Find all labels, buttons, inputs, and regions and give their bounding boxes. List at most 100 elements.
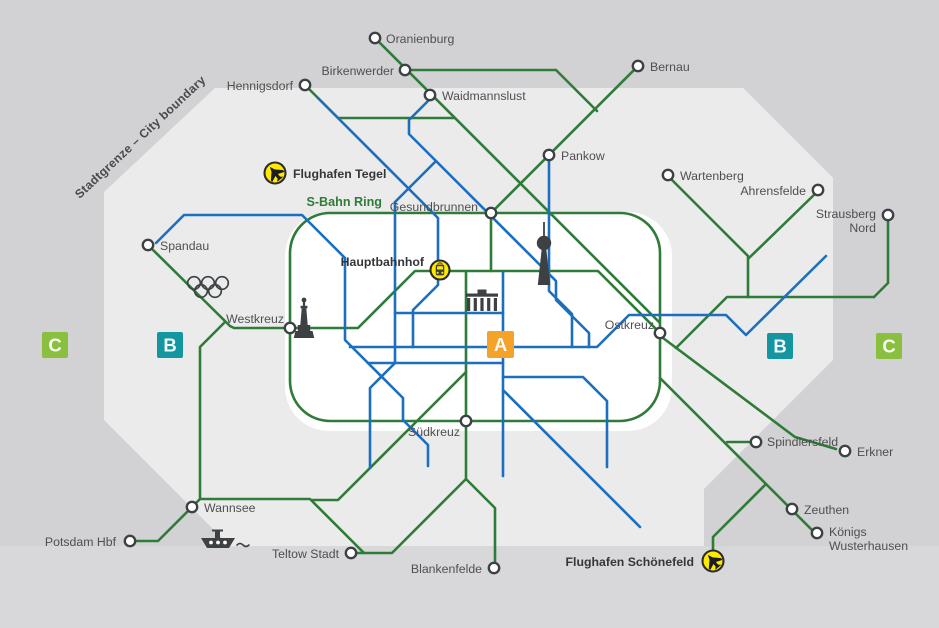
zone-badge-letter: A bbox=[494, 334, 507, 355]
station-potsdam-hbf bbox=[123, 534, 137, 548]
station-label-blankenfelde: Blankenfelde bbox=[411, 562, 482, 576]
station-label-südkreuz: Südkreuz bbox=[408, 425, 460, 439]
station-marker bbox=[661, 168, 675, 182]
sbahn-line-17 bbox=[711, 482, 768, 551]
sbahn-ring-line bbox=[288, 211, 662, 423]
zone-badge-box bbox=[42, 332, 68, 358]
station-hauptbahnhof bbox=[429, 259, 451, 281]
station-marker bbox=[141, 238, 155, 252]
station-marker bbox=[749, 435, 763, 449]
station-label-waidmannslust: Waidmannslust bbox=[442, 89, 526, 103]
station-label-bernau: Bernau bbox=[650, 60, 690, 74]
sbahn-line-1 bbox=[373, 36, 661, 324]
zone-badge-letter: C bbox=[48, 335, 61, 356]
station-hennigsdorf bbox=[298, 78, 312, 92]
zone-badge-letter: B bbox=[773, 336, 786, 357]
zone-badge-letter: C bbox=[882, 336, 895, 357]
station-strausberg-nord bbox=[881, 208, 895, 222]
station-marker bbox=[398, 63, 412, 77]
station-label-birkenwerder: Birkenwerder bbox=[322, 64, 394, 78]
zone-badge-c-0: C bbox=[42, 332, 68, 358]
station-marker bbox=[881, 208, 895, 222]
station-label-erkner: Erkner bbox=[857, 445, 893, 459]
station-marker bbox=[283, 321, 297, 335]
zone-badge-letter: B bbox=[163, 335, 176, 356]
sbahn-line-14 bbox=[658, 376, 768, 486]
zone-badge-box bbox=[487, 331, 514, 358]
station-ahrensfelde bbox=[811, 183, 825, 197]
station-westkreuz bbox=[283, 321, 297, 335]
station-marker bbox=[653, 326, 667, 340]
station-flughafen-schönefeld bbox=[701, 549, 725, 573]
ubahn-line-2 bbox=[407, 97, 591, 349]
sbahn-line-2 bbox=[403, 68, 599, 113]
station-marker bbox=[810, 526, 824, 540]
station-marker bbox=[459, 414, 473, 428]
station-marker bbox=[298, 78, 312, 92]
station-label-teltow-stadt: Teltow Stadt bbox=[272, 547, 340, 561]
station-label-potsdam-hbf: Potsdam Hbf bbox=[45, 535, 117, 549]
station-label-ostkreuz: Ostkreuz bbox=[605, 318, 654, 332]
station-label-gesundbrunnen: Gesundbrunnen bbox=[390, 200, 478, 214]
station-marker bbox=[344, 546, 358, 560]
station-label-pankow: Pankow bbox=[561, 149, 605, 163]
station-spandau bbox=[141, 238, 155, 252]
station-zeuthen bbox=[785, 502, 799, 516]
sbahn-line-20 bbox=[666, 174, 750, 299]
station-marker bbox=[542, 148, 556, 162]
station-marker bbox=[368, 31, 382, 45]
sbahn-line-12 bbox=[310, 370, 468, 502]
station-erkner bbox=[838, 444, 852, 458]
station-label-hennigsdorf: Hennigsdorf bbox=[227, 79, 294, 93]
transit-lines-layer bbox=[128, 36, 890, 568]
station-label-spandau: Spandau bbox=[160, 239, 209, 253]
sbahn-line-9 bbox=[349, 477, 468, 555]
station-marker bbox=[631, 59, 645, 73]
station-label-oranienburg: Oranienburg bbox=[386, 32, 455, 46]
ubahn-line-11 bbox=[547, 154, 574, 349]
station-label-flughafen-tegel: Flughafen Tegel bbox=[293, 167, 386, 181]
zone-badge-box bbox=[876, 333, 902, 359]
station-spindlersfeld bbox=[749, 435, 763, 449]
stations-layer bbox=[123, 31, 895, 575]
station-marker bbox=[484, 206, 498, 220]
station-wartenberg bbox=[661, 168, 675, 182]
zone-badge-box bbox=[767, 333, 793, 359]
station-waidmannslust bbox=[423, 88, 437, 102]
station-marker bbox=[838, 444, 852, 458]
station-label-ahrensfelde: Ahrensfelde bbox=[740, 184, 806, 198]
station-label-hauptbahnhof: Hauptbahnhof bbox=[341, 255, 425, 269]
station-pankow bbox=[542, 148, 556, 162]
station-label-wartenberg: Wartenberg bbox=[680, 169, 744, 183]
sbahn-ring-label: S-Bahn Ring bbox=[306, 195, 382, 209]
station-gesundbrunnen bbox=[484, 206, 498, 220]
station-label-wannsee: Wannsee bbox=[204, 501, 256, 515]
station-wannsee bbox=[185, 500, 199, 514]
station-birkenwerder bbox=[398, 63, 412, 77]
station-marker bbox=[487, 561, 501, 575]
ubahn-line-5 bbox=[348, 254, 828, 349]
station-oranienburg bbox=[368, 31, 382, 45]
station-ostkreuz bbox=[653, 326, 667, 340]
ubahn-line-1 bbox=[316, 96, 440, 349]
sbahn-line-19 bbox=[872, 214, 890, 299]
station-marker bbox=[423, 88, 437, 102]
station-südkreuz bbox=[459, 414, 473, 428]
sbahn-line-5 bbox=[146, 243, 662, 335]
sbahn-line-21 bbox=[747, 189, 820, 260]
station-flughafen-tegel bbox=[263, 161, 287, 185]
ubahn-line-10 bbox=[501, 388, 642, 529]
zone-badge-box bbox=[157, 332, 183, 358]
zone-badge-a-2: A bbox=[487, 331, 514, 358]
station-label-zeuthen: Zeuthen bbox=[804, 503, 849, 517]
station-label-flughafen-schönefeld: Flughafen Schönefeld bbox=[566, 555, 694, 569]
zone-badge-c-4: C bbox=[876, 333, 902, 359]
sbahn-line-3 bbox=[489, 64, 640, 215]
station-bernau bbox=[631, 59, 645, 73]
